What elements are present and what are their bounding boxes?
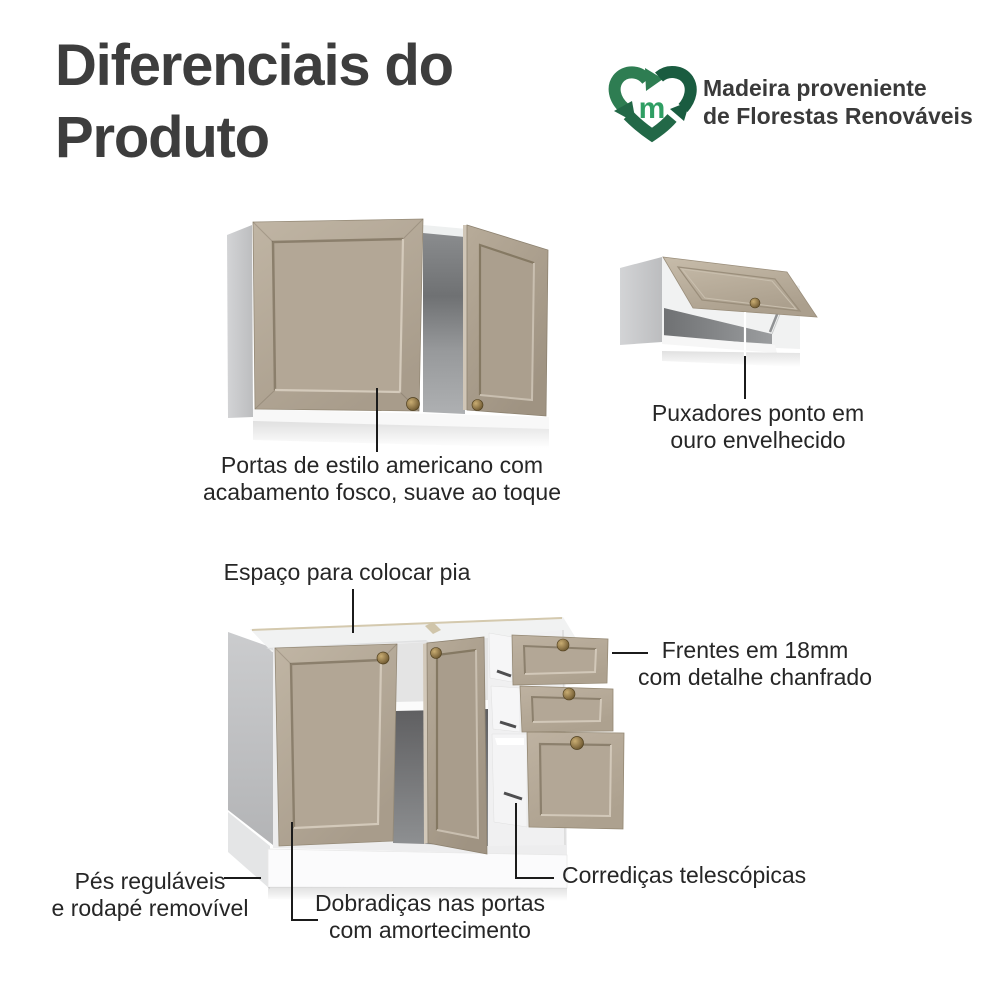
door-knob <box>471 399 484 411</box>
drawer-knob <box>556 638 570 652</box>
telescopic-slide <box>499 720 517 729</box>
wall-cabinet-left-door <box>252 218 424 412</box>
flip-cabinet-illustration <box>620 256 818 367</box>
callout-label-pia: Espaço para colocar pia <box>223 559 471 585</box>
flip-cabinet-open-door <box>662 256 818 318</box>
door-stay-arm <box>768 311 780 333</box>
callout-label-portas: Portas de estilo americano com acabament… <box>202 452 562 505</box>
drawer-middle <box>490 685 614 733</box>
base-cabinet-open-door <box>423 636 488 855</box>
recycle-heart-icon: m <box>608 66 697 143</box>
callout-label-dobradicas: Dobradiças nas portas com amortecimento <box>314 890 546 943</box>
page-title: Diferenciais do Produto <box>55 33 454 170</box>
sink-top-opening <box>250 617 577 652</box>
callout-label-frentes: Frentes em 18mm com detalhe chanfrado <box>638 637 872 690</box>
door-knob <box>749 297 761 309</box>
eco-monogram: m <box>639 92 666 125</box>
removable-plinth <box>267 848 568 889</box>
callout-label-pes: Pés reguláveis e rodapé removível <box>51 868 249 921</box>
wall-cabinet-open-door <box>463 224 549 417</box>
wall-cabinet-illustration <box>227 218 549 448</box>
base-cabinet-illustration <box>228 617 625 901</box>
wall-cabinet-carcass <box>227 225 549 448</box>
door-knob <box>376 651 390 665</box>
door-knob <box>430 647 442 659</box>
drawer-knob <box>570 736 584 750</box>
door-knob <box>406 397 420 411</box>
drawer-knob <box>562 687 576 701</box>
drawer-bottom <box>491 731 625 830</box>
telescopic-slide <box>496 669 512 678</box>
plinth-side <box>228 812 270 889</box>
base-cabinet-left-door <box>274 643 398 847</box>
callout-label-puxadores: Puxadores ponto em ouro envelhecido <box>651 400 865 453</box>
callout-label-corredicas: Corrediças telescópicas <box>562 862 807 888</box>
telescopic-slide <box>503 791 523 801</box>
drawer-top <box>488 632 609 686</box>
eco-label: Madeira proveniente de Florestas Renováv… <box>703 75 973 129</box>
